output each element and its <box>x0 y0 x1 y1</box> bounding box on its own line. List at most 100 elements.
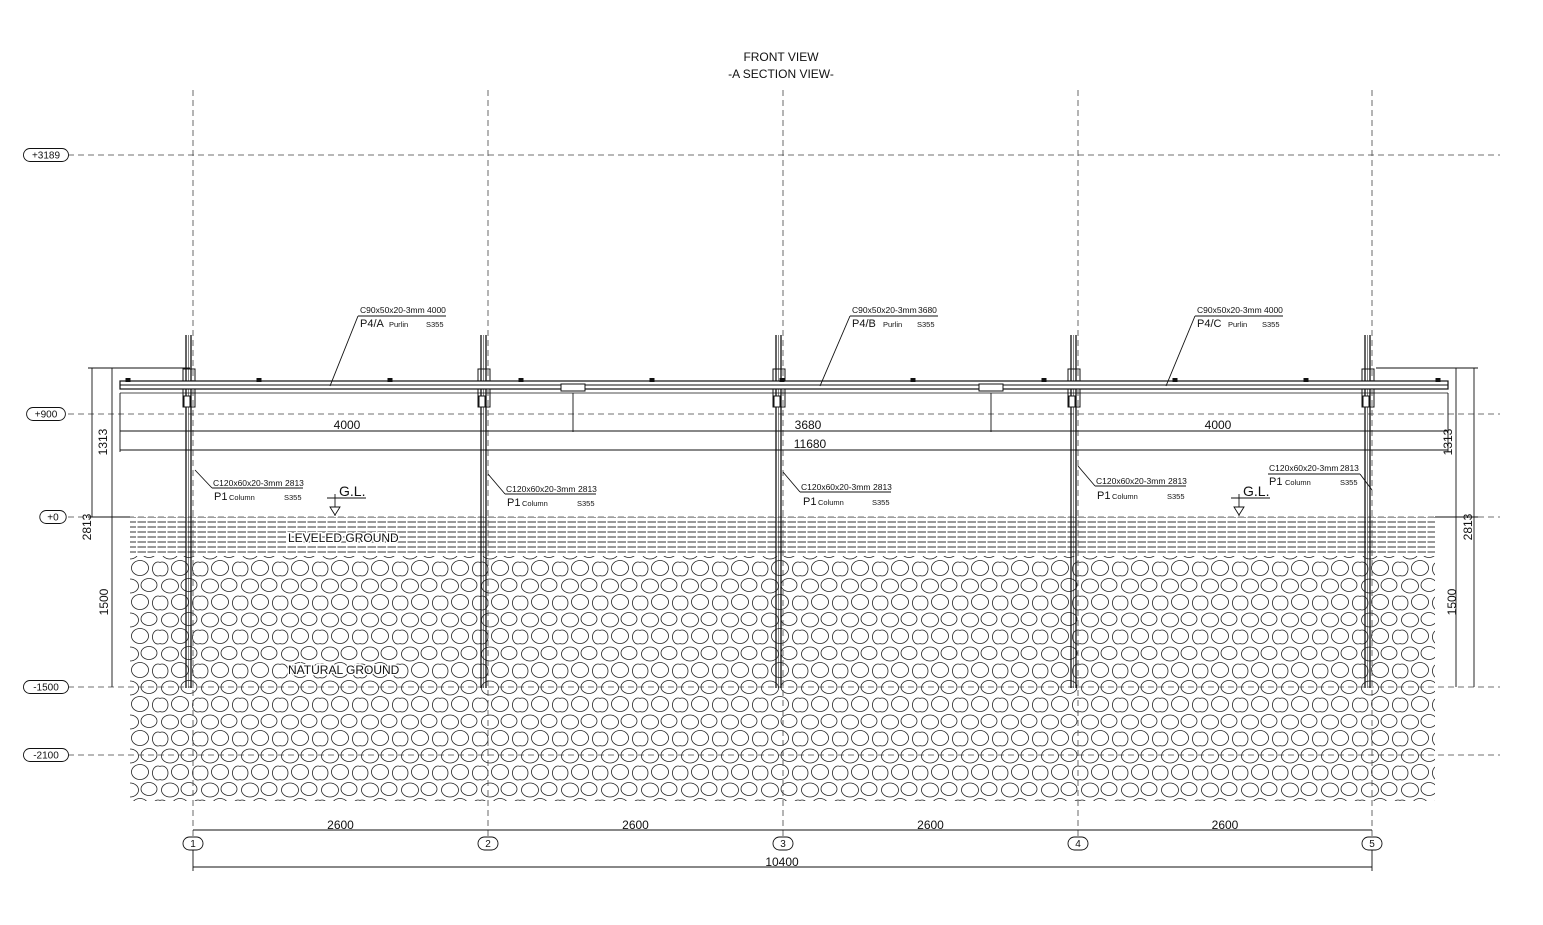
svg-text:C120x60x20-3mm: C120x60x20-3mm <box>213 478 282 488</box>
svg-text:S355: S355 <box>1340 478 1358 487</box>
svg-text:P1: P1 <box>214 491 227 503</box>
right-dim-upper: 1313 <box>1441 428 1455 455</box>
grid-axis: 4 <box>1067 90 1089 851</box>
level-line: -2100 <box>23 748 1500 762</box>
purlin-dim-3: 4000 <box>1205 418 1232 432</box>
svg-text:Column: Column <box>818 498 844 507</box>
level-tag <box>39 510 67 524</box>
grid-axis: 5 <box>1361 90 1383 851</box>
level-label: -2100 <box>33 751 59 762</box>
grid-axis: 2 <box>477 90 499 851</box>
left-dim-lower: 1500 <box>97 588 111 615</box>
svg-text:2813: 2813 <box>1168 476 1187 486</box>
grid-axis: 3 <box>772 90 794 851</box>
axis-label: 2 <box>485 839 491 850</box>
column-cleat <box>773 395 781 408</box>
purlin-total-dim: 11680 <box>794 437 827 451</box>
svg-text:G.L.: G.L. <box>1243 483 1269 499</box>
natural-ground-fill <box>130 556 1435 801</box>
svg-text:S355: S355 <box>1262 320 1280 329</box>
column-label-3: C120x60x20-3mm 2813 P1 Column S355 <box>782 471 892 508</box>
svg-text:S355: S355 <box>284 493 302 502</box>
level-tag <box>23 680 69 694</box>
level-line: +0 <box>39 510 1500 524</box>
column-post <box>1067 335 1081 688</box>
purlin-label-3: C90x50x20-3mm 4000 P4/C Purlin S355 <box>1165 305 1283 387</box>
level-tag <box>26 407 66 421</box>
grid-axis: 1 <box>182 90 204 851</box>
svg-text:2813: 2813 <box>578 484 597 494</box>
svg-text:C120x60x20-3mm: C120x60x20-3mm <box>1269 463 1338 473</box>
gl-marker-right: G.L. <box>1231 483 1270 516</box>
purlin-bolts <box>125 378 1441 382</box>
bay-dim: 2600 <box>1212 818 1239 832</box>
axis-label: 4 <box>1075 839 1081 850</box>
axis-bubble <box>1067 836 1089 851</box>
svg-text:3680: 3680 <box>918 305 937 315</box>
level-lines: +3189 +900 +0 -1500 -2100 <box>23 148 1500 762</box>
axis-label: 5 <box>1369 839 1375 850</box>
column-post <box>1361 335 1375 688</box>
column-label-4: C120x60x20-3mm 2813 P1 Column S355 <box>1077 465 1187 502</box>
purlin-bolt <box>1435 378 1441 382</box>
svg-text:P1: P1 <box>1097 490 1110 502</box>
purlin-bolt <box>1172 378 1178 382</box>
bay-dim: 2600 <box>622 818 649 832</box>
svg-text:S355: S355 <box>577 499 595 508</box>
bottom-dimension-lines <box>192 829 1373 871</box>
purlin-label-2: C90x50x20-3mm 3680 P4/B Purlin S355 <box>819 305 938 387</box>
svg-text:4000: 4000 <box>1264 305 1283 315</box>
level-tag <box>23 148 69 162</box>
purlin-bolt <box>256 378 262 382</box>
purlin-dim-1: 4000 <box>334 418 361 432</box>
svg-text:P1: P1 <box>803 496 816 508</box>
axis-label: 3 <box>780 839 786 850</box>
svg-text:C90x50x20-3mm: C90x50x20-3mm <box>360 305 425 315</box>
left-dim-total: 2813 <box>80 513 94 540</box>
axis-label: 1 <box>190 839 196 850</box>
column-cleat <box>478 395 486 408</box>
column-cleat <box>1362 395 1370 408</box>
side-dimension-lines <box>88 367 1478 687</box>
purlin-label-1: C90x50x20-3mm 4000 P4/A Purlin S355 <box>329 305 446 387</box>
svg-text:2813: 2813 <box>873 482 892 492</box>
svg-text:P4/A: P4/A <box>360 318 385 330</box>
column-label-2: C120x60x20-3mm 2813 P1 Column S355 <box>487 473 597 509</box>
svg-text:Purlin: Purlin <box>1228 320 1247 329</box>
column-post <box>477 335 491 688</box>
left-dim-upper: 1313 <box>96 428 110 455</box>
svg-text:P4/C: P4/C <box>1197 318 1222 330</box>
svg-text:4000: 4000 <box>427 305 446 315</box>
total-span-dim: 10400 <box>765 855 799 869</box>
purlin-dim-2: 3680 <box>795 418 822 432</box>
svg-text:C90x50x20-3mm: C90x50x20-3mm <box>852 305 917 315</box>
purlin-bolt <box>779 378 785 382</box>
level-line: -1500 <box>23 680 1500 694</box>
svg-text:2813: 2813 <box>285 478 304 488</box>
svg-text:S355: S355 <box>872 498 890 507</box>
svg-text:S355: S355 <box>917 320 935 329</box>
purlin-bolt <box>1041 378 1047 382</box>
svg-text:Purlin: Purlin <box>883 320 902 329</box>
svg-text:C90x50x20-3mm: C90x50x20-3mm <box>1197 305 1262 315</box>
purlin-bolt <box>649 378 655 382</box>
column-label-1: C120x60x20-3mm 2813 P1 Column S355 <box>194 469 304 503</box>
grid-axes: 1 2 3 4 5 <box>182 90 1383 851</box>
level-line: +900 <box>26 407 1500 421</box>
svg-text:C120x60x20-3mm: C120x60x20-3mm <box>801 482 870 492</box>
svg-text:S355: S355 <box>1167 492 1185 501</box>
level-label: +0 <box>47 513 59 524</box>
right-dim-lower: 1500 <box>1445 588 1459 615</box>
leveled-ground-label: LEVELED GROUND <box>288 531 399 545</box>
drawing-title: FRONT VIEW <box>743 50 819 64</box>
level-label: +900 <box>35 410 58 421</box>
leveled-ground-fill <box>130 517 1435 556</box>
purlin-bolt <box>125 378 131 382</box>
svg-text:S355: S355 <box>426 320 444 329</box>
column-label-5: C120x60x20-3mm 2813 P1 Column S355 <box>1268 463 1373 491</box>
level-label: +3189 <box>32 151 61 162</box>
svg-text:C120x60x20-3mm: C120x60x20-3mm <box>1096 476 1165 486</box>
level-label: -1500 <box>33 683 59 694</box>
